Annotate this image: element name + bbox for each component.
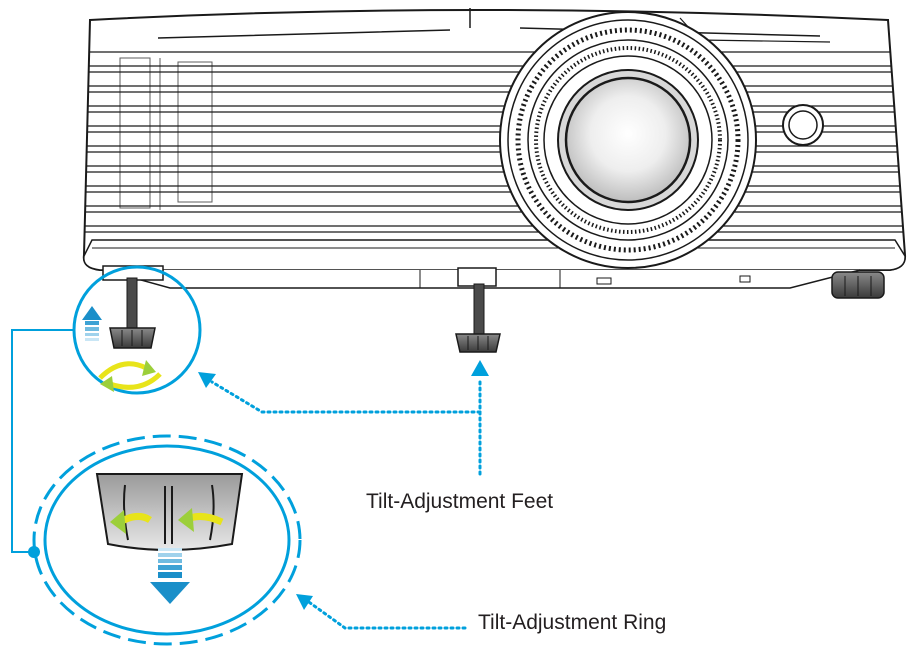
arrowhead-feet xyxy=(471,360,489,376)
rear-foot-right xyxy=(831,271,885,299)
ring-zoom-circle xyxy=(32,434,302,646)
projector-base xyxy=(83,239,906,271)
tilt-foot-center xyxy=(455,267,501,353)
down-arrow-icon xyxy=(150,548,190,604)
up-arrow-icon xyxy=(82,306,102,341)
ring-detail xyxy=(95,473,244,551)
rotate-arrows-icon xyxy=(98,360,162,392)
tilt-adjustment-feet-label: Tilt-Adjustment Feet xyxy=(366,490,554,513)
vent-grille xyxy=(83,51,905,233)
callout-connector xyxy=(11,329,74,553)
ir-sensor-icon xyxy=(782,104,824,146)
callout-lines xyxy=(210,378,482,630)
arrowhead-left-callout xyxy=(198,372,216,388)
tilt-foot-left xyxy=(102,265,164,349)
projector-body xyxy=(82,8,907,289)
rotate-arrows-icon xyxy=(110,508,224,534)
tilt-adjustment-ring-label: Tilt-Adjustment Ring xyxy=(478,611,667,634)
lens-icon xyxy=(499,11,757,269)
arrowhead-ring xyxy=(296,594,313,610)
projector-top-shell xyxy=(82,9,907,271)
